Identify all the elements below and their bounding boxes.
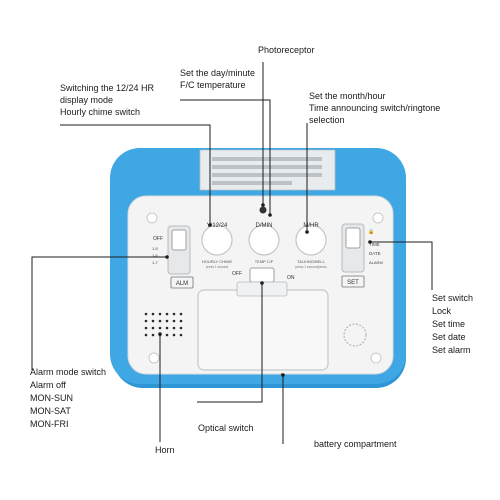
callout-month-hour-line1: Set the month/hour	[309, 91, 386, 101]
set-label: SET	[347, 280, 359, 286]
optical-on-label: ON	[287, 275, 295, 281]
set-label-box	[341, 275, 365, 288]
callout-day-minute-line1: Set the day/minute	[180, 68, 256, 78]
screw-top-right	[372, 212, 384, 224]
btn-mid-label: D/MIN	[256, 223, 273, 229]
set-alarm-label: ALARM	[369, 260, 383, 265]
button-y-12-24[interactable]	[201, 224, 233, 256]
callout-month-hour-line2: Time announcing switch/ringtone	[309, 103, 441, 113]
callout-alarm-mode-line2: Alarm off	[30, 380, 66, 390]
callout-set-switch: Set switch Lock Set time Set date Set al…	[432, 292, 473, 357]
callout-photoreceptor: Photoreceptor	[258, 45, 315, 55]
callout-horn: Horn	[155, 445, 175, 455]
callout-switching-line1: Switching the 12/24 HR	[60, 83, 155, 93]
screw-bottom-left	[148, 352, 160, 364]
set-time-label: TIME	[369, 242, 380, 247]
callout-alarm-mode-line1: Alarm mode switch	[30, 367, 107, 377]
callout-alarm-mode-line3: MON-SUN	[30, 393, 73, 403]
callout-set-switch-line5: Set alarm	[432, 345, 471, 355]
btn-left-label: Y/12/24	[207, 223, 228, 229]
callout-set-switch-line4: Set date	[432, 332, 466, 342]
optical-off-label: OFF	[232, 271, 242, 277]
leader-dots	[158, 203, 372, 377]
recycle-stamp	[343, 323, 367, 347]
set-date-label: DATE	[369, 251, 381, 256]
battery-compartment-cover	[197, 289, 329, 371]
leader-lines	[31, 62, 433, 444]
callout-battery: battery compartment	[314, 439, 397, 449]
photoreceptor-sensor	[259, 206, 267, 214]
alm-opt-3: 1-7	[152, 260, 159, 265]
callout-month-hour-line3: selection	[309, 115, 345, 125]
callout-set-switch-line1: Set switch	[432, 293, 474, 303]
button-d-min[interactable]	[248, 224, 280, 256]
btn-mid-sub: TEMP C/F	[255, 259, 274, 264]
sticker-text	[212, 157, 322, 185]
callout-switching-line3: Hourly chime switch	[60, 107, 141, 117]
callout-day-minute: Set the day/minute F/C temperature	[180, 67, 255, 91]
callout-alarm-mode-line4: MON-SAT	[30, 406, 71, 416]
callout-set-switch-line2: Lock	[432, 306, 452, 316]
btn-left-sub2: press 1 second	[206, 265, 229, 269]
callout-day-minute-line2: F/C temperature	[180, 80, 246, 90]
btn-right-sub2: press 1 second/press	[295, 265, 327, 269]
callout-alarm-mode-line5: MON-FRI	[30, 419, 69, 429]
callout-switching: Switching the 12/24 HR display mode Hour…	[60, 82, 154, 118]
top-sticker	[199, 149, 336, 191]
alm-switch-slider[interactable]	[171, 229, 187, 251]
callout-alarm-mode: Alarm mode switch Alarm off MON-SUN MON-…	[30, 366, 106, 431]
optical-switch-knob[interactable]	[249, 267, 275, 283]
callout-set-switch-line3: Set time	[432, 319, 466, 329]
alm-label: ALM	[176, 281, 188, 287]
btn-right-label: M/HR	[303, 223, 319, 229]
alm-opt-1: 1-5	[152, 246, 159, 251]
callout-switching-line2: display mode	[60, 95, 114, 105]
horn-grille	[144, 312, 183, 337]
callout-optical-switch: Optical switch	[198, 423, 254, 433]
screw-top-left	[146, 212, 158, 224]
callout-month-hour: Set the month/hour Time announcing switc…	[309, 90, 440, 126]
screw-bottom-right	[370, 352, 382, 364]
btn-right-sub: TALKING/BELL	[297, 259, 325, 264]
alm-off-label: OFF	[153, 236, 163, 242]
alm-opt-2: 1-6	[152, 253, 159, 258]
btn-left-sub: HOURLY CHIME	[202, 259, 233, 264]
alm-label-box	[170, 276, 194, 289]
set-switch-slider[interactable]	[345, 227, 361, 249]
lock-icon: 🔒	[368, 228, 374, 235]
button-m-hr[interactable]	[295, 224, 327, 256]
